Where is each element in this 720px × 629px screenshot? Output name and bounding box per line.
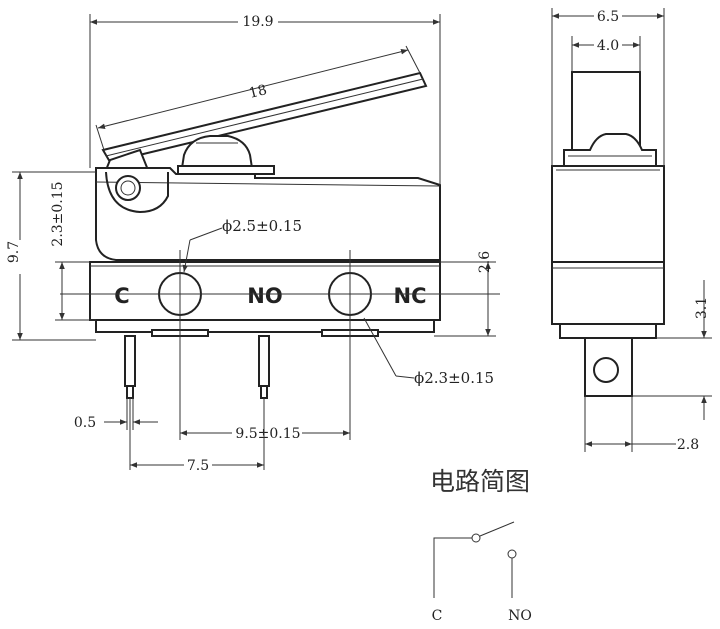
dim-overall-length: 19.9 <box>242 14 273 30</box>
roller <box>115 175 141 201</box>
terminal-c-label: C <box>114 284 129 308</box>
circuit-diagram: 电路简图 C NO <box>430 467 532 624</box>
actuator-button <box>180 135 254 169</box>
dim-actuator-width: 4.0 <box>597 38 619 54</box>
dim-side-height: 3.1 <box>694 297 710 319</box>
dim-pin-width: 0.5 <box>74 415 96 431</box>
dim-base-offset: 2.6 <box>477 251 493 273</box>
switch-base <box>89 261 441 321</box>
dim-lever-length: 18 <box>247 82 268 102</box>
switch-body <box>95 167 441 261</box>
dim-hole-spacing: 9.5±0.15 <box>235 426 300 442</box>
front-view: C NO NC 19.9 18 9.7 <box>6 12 500 474</box>
pins <box>124 335 270 399</box>
dim-body-width: 6.5 <box>597 9 619 25</box>
dim-pin-spacing: 7.5 <box>187 458 209 474</box>
dim-hole-c-diameter: ϕ2.5±0.15 <box>222 217 302 235</box>
circuit-title: 电路简图 <box>430 467 530 496</box>
terminal-no-label: NO <box>247 284 282 308</box>
circuit-label-c: C <box>432 608 443 624</box>
dim-side-offset: 2.8 <box>677 437 699 453</box>
terminal-nc-label: NC <box>394 284 427 308</box>
side-view: 6.5 4.0 3.1 2.8 <box>551 6 712 453</box>
dim-hole-nc-diameter: ϕ2.3±0.15 <box>414 369 494 387</box>
dim-total-height: 9.7 <box>6 241 22 263</box>
dim-mount-offset: 2.3±0.15 <box>50 181 66 246</box>
circuit-label-no: NO <box>508 608 532 624</box>
